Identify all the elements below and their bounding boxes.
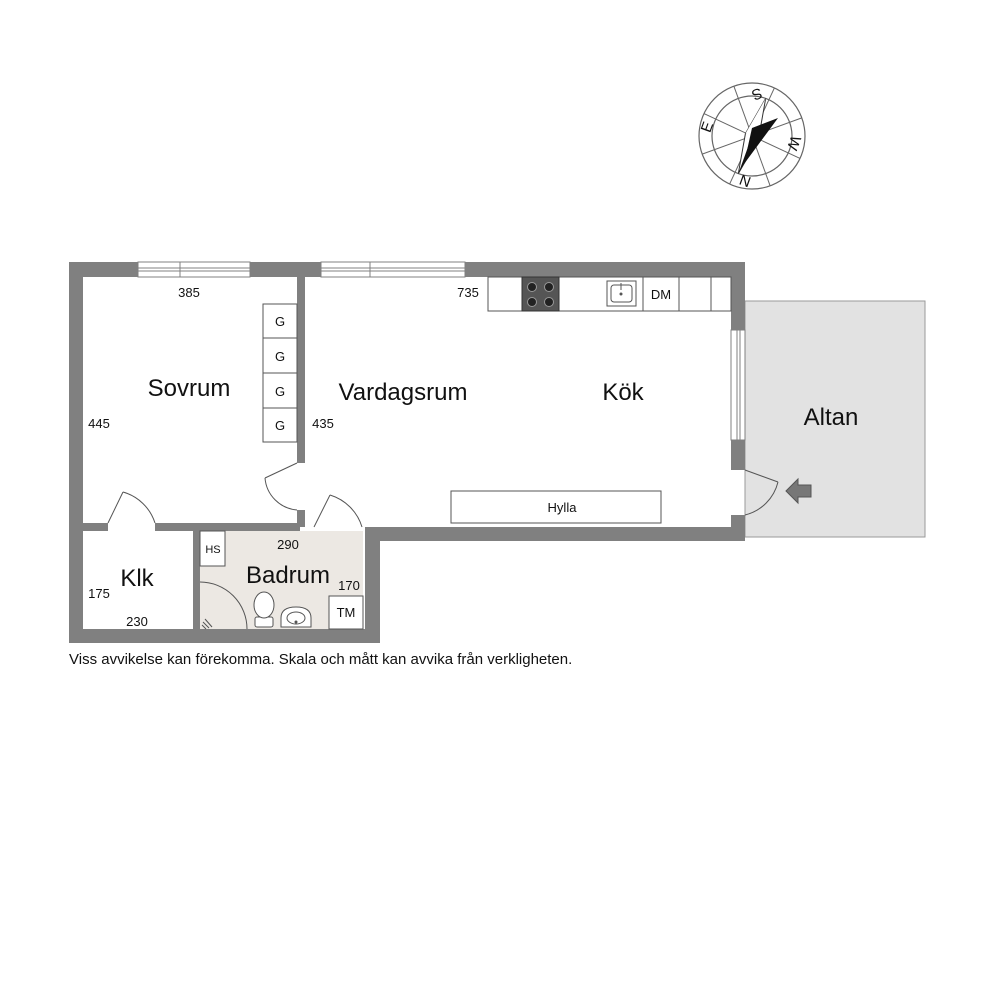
shelf-label: Hylla (548, 500, 578, 515)
room-label-badrum: Badrum (246, 562, 330, 589)
washer: TM (328, 595, 364, 630)
compass-w: W (783, 133, 804, 153)
window-vardagsrum (320, 261, 466, 278)
stove-icon (521, 276, 560, 312)
dishwasher-label: DM (651, 287, 671, 302)
dim-sovrum-height: 445 (88, 416, 110, 431)
room-label-klk: Klk (120, 565, 154, 592)
door-klk (107, 491, 156, 524)
room-label-kok: Kök (602, 379, 644, 406)
shower (199, 581, 248, 630)
wardrobe-label-3: G (275, 384, 285, 399)
wardrobe-label-4: G (275, 418, 285, 433)
compass-icon: S N W E (698, 82, 806, 191)
washbasin-icon (280, 606, 312, 628)
water-heater-label: HS (205, 544, 220, 556)
dim-vardagsrum-width: 735 (457, 285, 479, 300)
entrance-arrow-icon (785, 477, 812, 505)
dim-klk-height: 175 (88, 586, 110, 601)
room-label-sovrum: Sovrum (148, 375, 231, 402)
door-sovrum (264, 462, 298, 511)
wardrobe: G G G G (262, 303, 298, 443)
walls (69, 262, 745, 643)
room-label-altan: Altan (804, 404, 859, 431)
dim-vardagsrum-height: 435 (312, 416, 334, 431)
washer-label: TM (337, 605, 356, 620)
window-kok (730, 329, 746, 441)
dim-klk-width: 230 (126, 614, 148, 629)
room-label-vardagsrum: Vardagsrum (339, 379, 468, 406)
water-heater: HS (199, 530, 226, 567)
disclaimer: Viss avvikelse kan förekomma. Skala och … (69, 651, 573, 668)
toilet-icon (253, 591, 275, 628)
kitchen-counter: DM (487, 276, 732, 312)
door-entrance (744, 469, 779, 516)
window-sovrum (137, 261, 251, 278)
dim-badrum-width: 290 (277, 537, 299, 552)
dim-sovrum-width: 385 (178, 285, 200, 300)
sink-icon (606, 280, 637, 307)
wardrobe-label-1: G (275, 314, 285, 329)
door-badrum (313, 494, 363, 528)
dim-badrum-height: 170 (338, 578, 360, 593)
shelf: Hylla (450, 490, 662, 524)
wardrobe-label-2: G (275, 349, 285, 364)
